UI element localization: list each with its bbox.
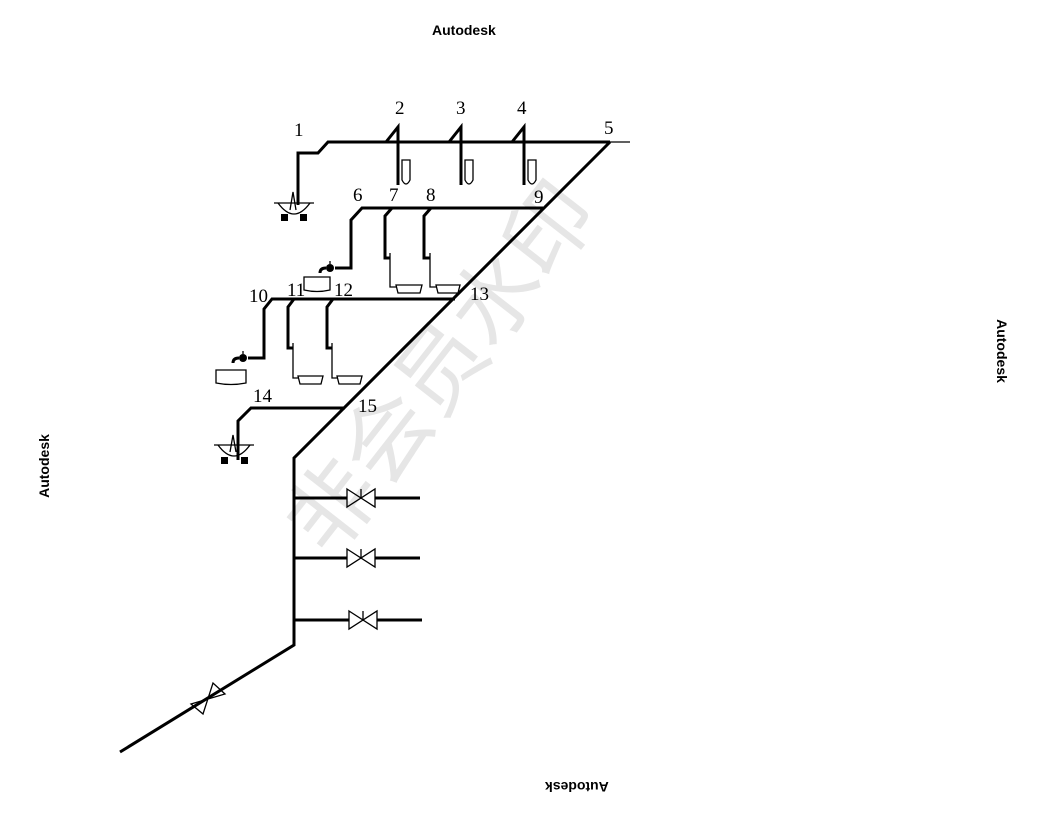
bathtub-icon	[274, 191, 314, 221]
bathtub-icon-2	[214, 434, 254, 464]
valve-tap-8	[429, 253, 436, 288]
node-label-1: 1	[294, 120, 304, 141]
node-label-7: 7	[389, 185, 399, 206]
branch-12	[325, 298, 335, 350]
node-label-11: 11	[287, 280, 305, 301]
node-label-10: 10	[249, 286, 268, 307]
node-label-5: 5	[604, 118, 614, 139]
faucet-icon-2	[231, 351, 247, 364]
node-label-3: 3	[456, 98, 466, 119]
branch-4	[236, 406, 345, 460]
wash-basin-icon	[303, 276, 331, 293]
watermark: 非会员水印	[265, 163, 617, 573]
main-valve-icon	[189, 681, 227, 716]
sink-7-icon	[395, 284, 423, 294]
valve-branches	[294, 487, 422, 631]
valve-tap-12	[331, 343, 337, 379]
node-label-12: 12	[334, 280, 353, 301]
valve-tap-11	[292, 343, 298, 379]
node-label-4: 4	[517, 98, 527, 119]
urinal-fixtures	[384, 122, 537, 185]
autodesk-stamp-top: Autodesk	[432, 22, 496, 38]
wash-basin-icon-2	[215, 369, 247, 386]
node-label-6: 6	[353, 185, 363, 206]
node-label-14: 14	[253, 386, 273, 407]
faucet-icon	[318, 261, 334, 274]
node-label-2: 2	[395, 98, 405, 119]
sink-8-icon	[435, 284, 461, 294]
sink-11-icon	[297, 375, 324, 385]
branch-2	[335, 206, 543, 270]
sink-12-icon	[336, 375, 363, 385]
valve-tap-7	[389, 253, 396, 288]
branch-top	[296, 140, 610, 205]
node-label-13: 13	[470, 284, 489, 305]
node-label-15: 15	[358, 396, 377, 417]
node-label-9: 9	[534, 187, 544, 208]
node-label-8: 8	[426, 185, 436, 206]
branch-7	[383, 207, 394, 260]
branch-8	[422, 207, 433, 260]
branch-11	[286, 298, 296, 350]
